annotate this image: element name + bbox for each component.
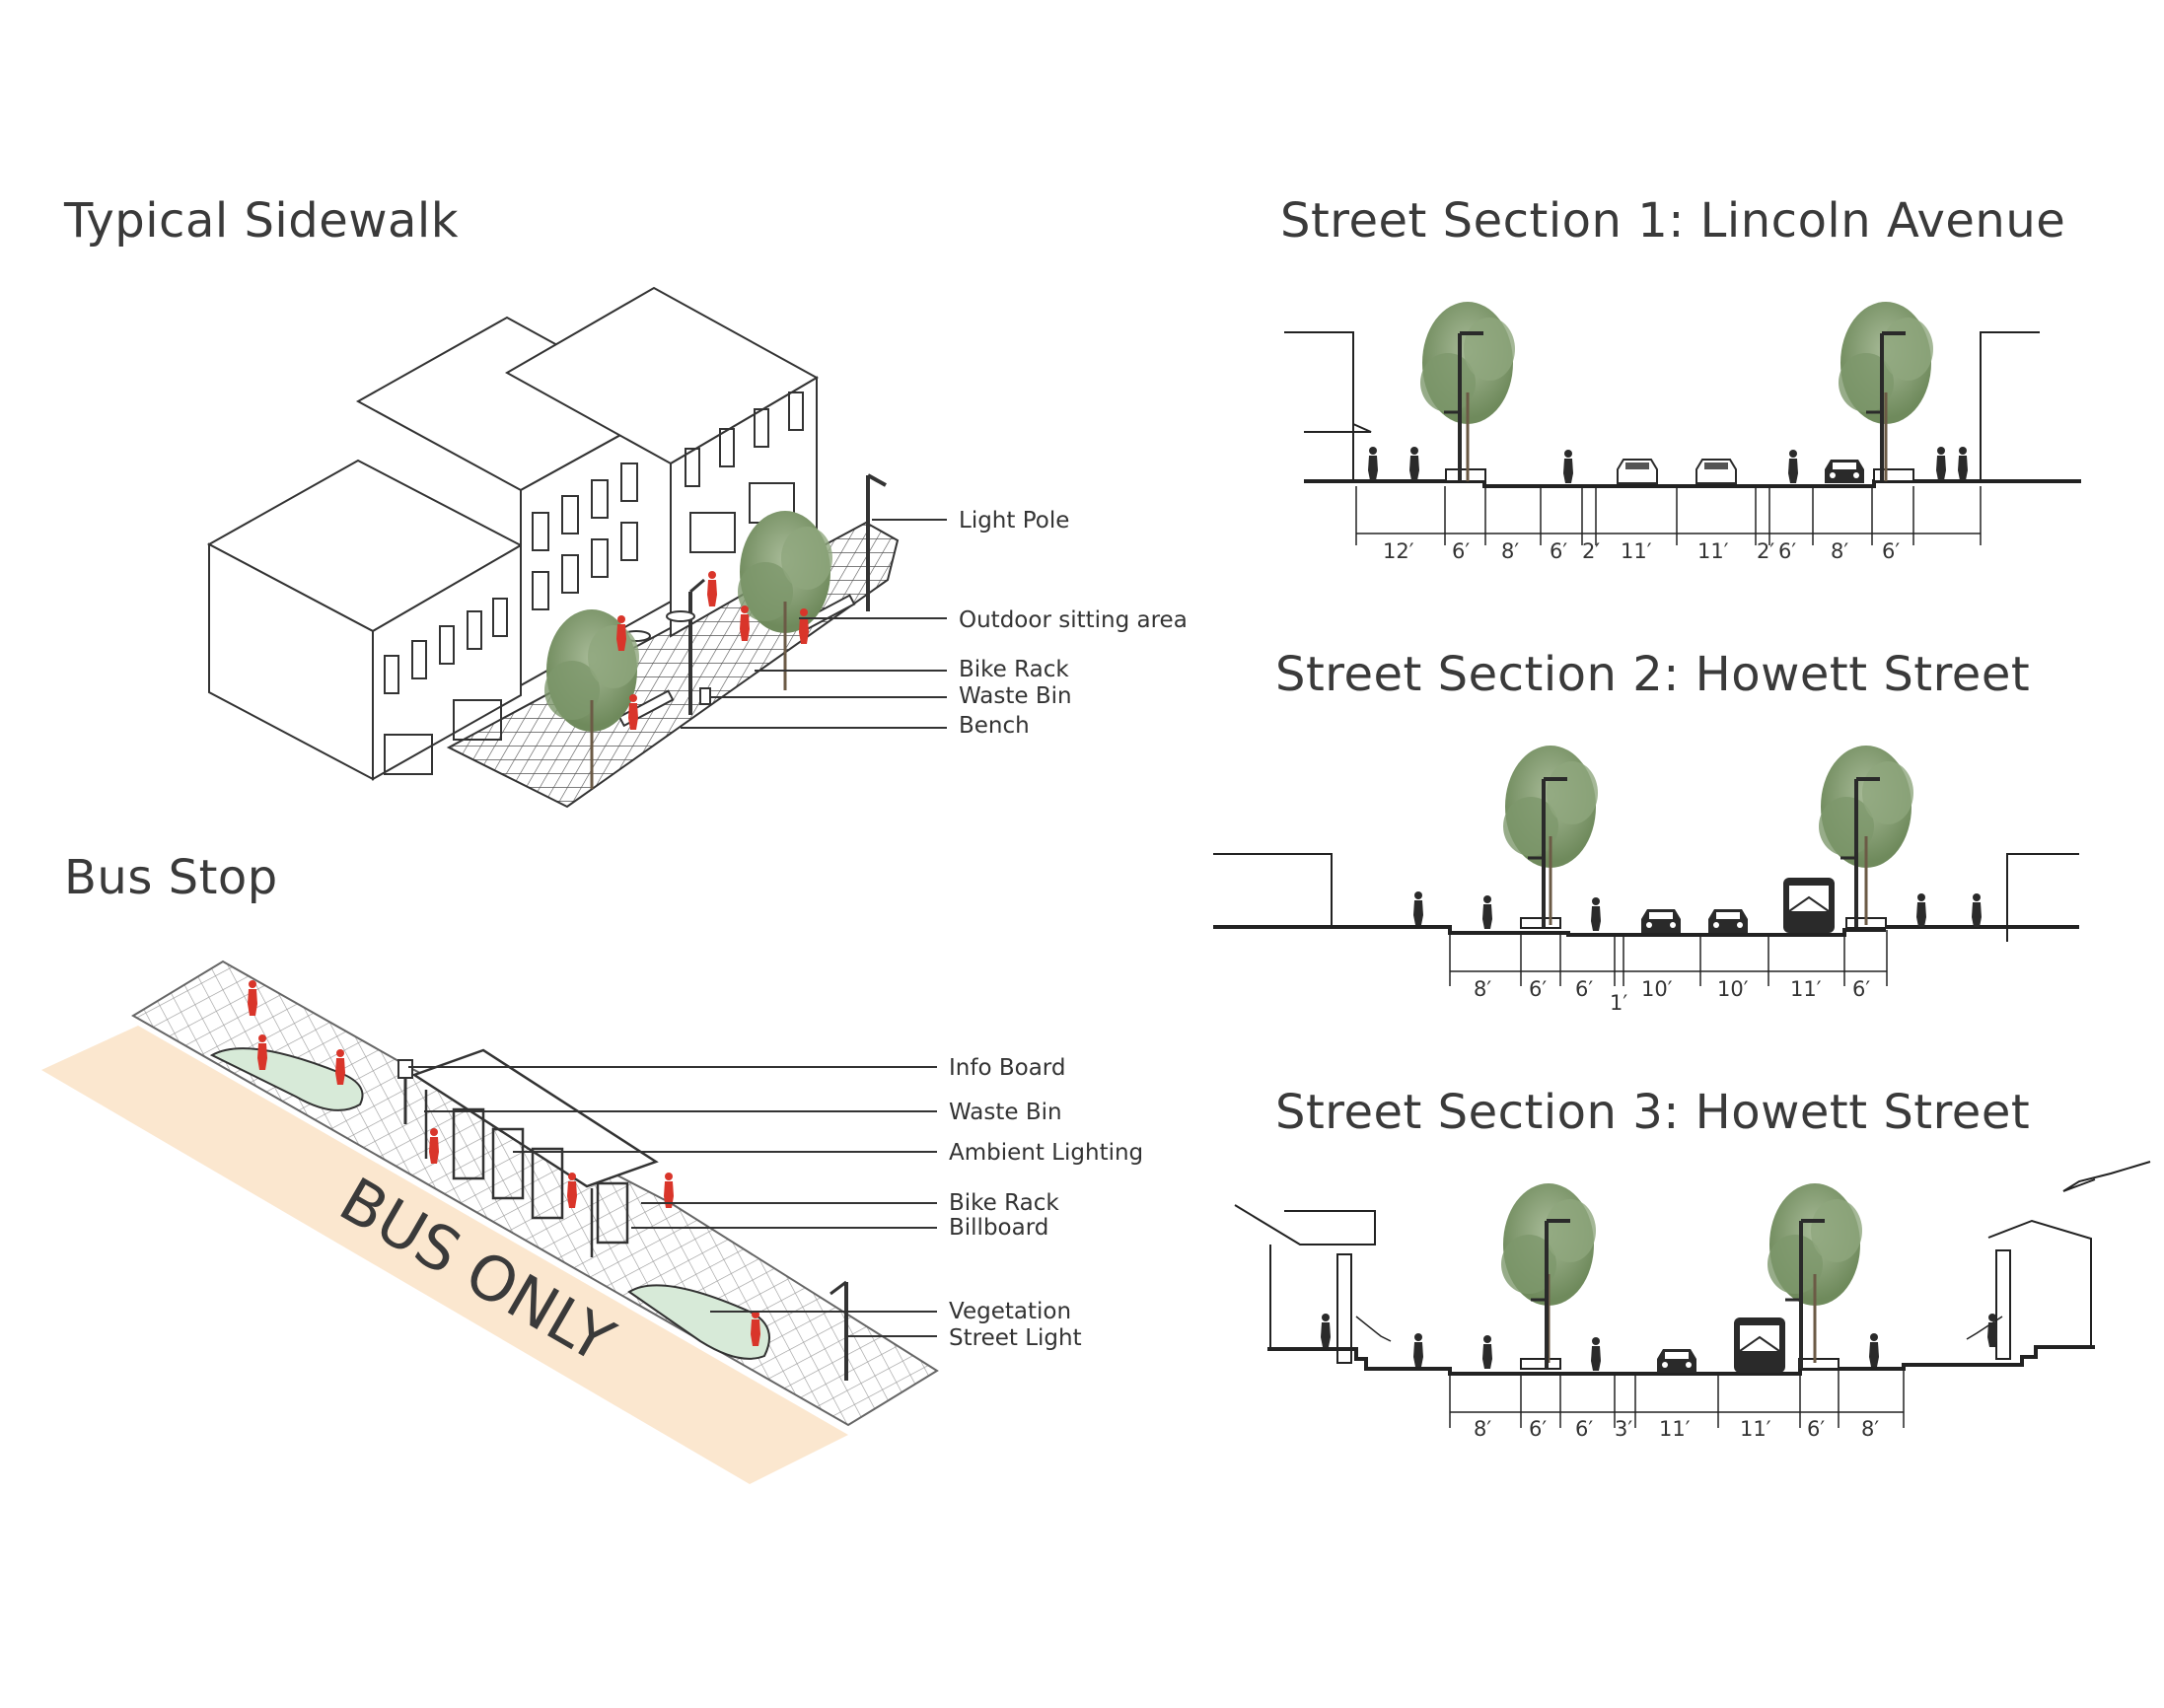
dimension-label: 6′ [1550, 539, 1567, 563]
tree-icon [1837, 300, 1935, 483]
bus-icon [1733, 1317, 1786, 1374]
title-section-1: Street Section 1: Lincoln Avenue [1280, 193, 2066, 249]
dimension-label: 6′ [1778, 539, 1796, 563]
label-bench: Bench [959, 713, 1030, 739]
person-icon [1916, 893, 1926, 927]
tree-icon [1418, 300, 1517, 483]
dimension-label: 8′ [1474, 1417, 1491, 1441]
dimension-label: 10′ [1641, 977, 1673, 1001]
car-icon [1657, 1349, 1696, 1373]
dimension-label: 8′ [1861, 1417, 1879, 1441]
dimension-label: 6′ [1575, 1417, 1593, 1441]
busstop-leaders [408, 1066, 937, 1337]
dimension-label: 6′ [1529, 1417, 1547, 1441]
dimension-label: 8′ [1474, 977, 1491, 1001]
pedestrian-icon [616, 615, 626, 651]
dimension-label: 11′ [1740, 1417, 1771, 1441]
dimension-label: 6′ [1852, 977, 1870, 1001]
section-2-ticks [1449, 930, 1888, 986]
dimension-label: 6′ [1882, 539, 1900, 563]
label-info-board: Info Board [949, 1055, 1065, 1081]
person-icon [1869, 1333, 1879, 1367]
car-icon [1641, 909, 1681, 933]
pedestrian-icon [799, 608, 809, 644]
dimension-label: 11′ [1621, 539, 1652, 563]
bus-icon [1782, 877, 1836, 934]
bus-stop-illustration: BUS ONLY [41, 960, 939, 1484]
label-waste-bin: Waste Bin [959, 683, 1072, 709]
label-ambient-lighting: Ambient Lighting [949, 1140, 1143, 1166]
dimension-label: 6′ [1452, 539, 1470, 563]
dimension-label: 8′ [1831, 539, 1848, 563]
dimension-label: 2′ [1582, 539, 1600, 563]
person-icon [1936, 447, 1946, 480]
tree-icon [1501, 744, 1600, 927]
title-section-3: Street Section 3: Howett Street [1275, 1085, 2031, 1140]
car-icon [1695, 459, 1737, 484]
person-icon [1987, 1314, 1997, 1347]
person-icon [1591, 1337, 1601, 1371]
pedestrian-icon [707, 571, 717, 606]
dimension-label: 6′ [1807, 1417, 1825, 1441]
section-1-ticks [1355, 486, 1982, 545]
pedestrian-icon [429, 1128, 439, 1164]
label-vegetation: Vegetation [949, 1299, 1071, 1324]
title-typical-sidewalk: Typical Sidewalk [64, 193, 460, 249]
street-section-1 [1284, 331, 2081, 534]
person-icon [1482, 895, 1492, 929]
person-icon [1409, 447, 1419, 480]
title-section-2: Street Section 2: Howett Street [1275, 647, 2031, 702]
person-icon [1788, 450, 1798, 483]
label-light-pole: Light Pole [959, 508, 1069, 534]
person-icon [1368, 447, 1378, 480]
pedestrian-icon [628, 694, 638, 730]
pedestrian-icon [335, 1049, 345, 1085]
pedestrian-icon [567, 1173, 577, 1208]
dimension-label: 6′ [1575, 977, 1593, 1001]
dimension-label: 11′ [1697, 539, 1729, 563]
dimension-label: 11′ [1790, 977, 1822, 1001]
title-bus-stop: Bus Stop [64, 850, 278, 905]
pedestrian-icon [751, 1311, 760, 1346]
pedestrian-icon [740, 605, 750, 641]
person-icon [1321, 1314, 1331, 1347]
person-icon [1413, 1333, 1423, 1367]
label-bike-rack: Bike Rack [949, 1190, 1059, 1216]
dimension-label: 11′ [1659, 1417, 1691, 1441]
sidewalk-leaders [681, 519, 947, 729]
pedestrian-icon [248, 980, 257, 1016]
label-waste-bin: Waste Bin [949, 1100, 1062, 1125]
person-icon [1563, 450, 1573, 483]
car-icon [1708, 909, 1748, 933]
label-billboard: Billboard [949, 1215, 1048, 1241]
car-icon [1617, 459, 1658, 484]
street-section-3 [1234, 1161, 2151, 1413]
dimension-label: 1′ [1610, 991, 1627, 1015]
car-icon [1825, 460, 1864, 483]
pedestrian-icon [257, 1034, 267, 1070]
person-icon [1413, 891, 1423, 925]
label-bike-rack: Bike Rack [959, 657, 1069, 682]
dimension-label: 12′ [1383, 539, 1414, 563]
dimension-label: 8′ [1501, 539, 1519, 563]
person-icon [1958, 447, 1968, 480]
person-icon [1972, 893, 1982, 927]
dimension-label: 10′ [1717, 977, 1749, 1001]
person-icon [1591, 897, 1601, 931]
dimension-label: 3′ [1615, 1417, 1632, 1441]
dimension-label: 6′ [1529, 977, 1547, 1001]
label-street-light: Street Light [949, 1325, 1082, 1351]
dimension-label: 2′ [1757, 539, 1774, 563]
label-outdoor-sitting-area: Outdoor sitting area [959, 607, 1188, 633]
person-icon [1482, 1335, 1492, 1369]
section-3-ticks [1449, 1369, 1905, 1428]
